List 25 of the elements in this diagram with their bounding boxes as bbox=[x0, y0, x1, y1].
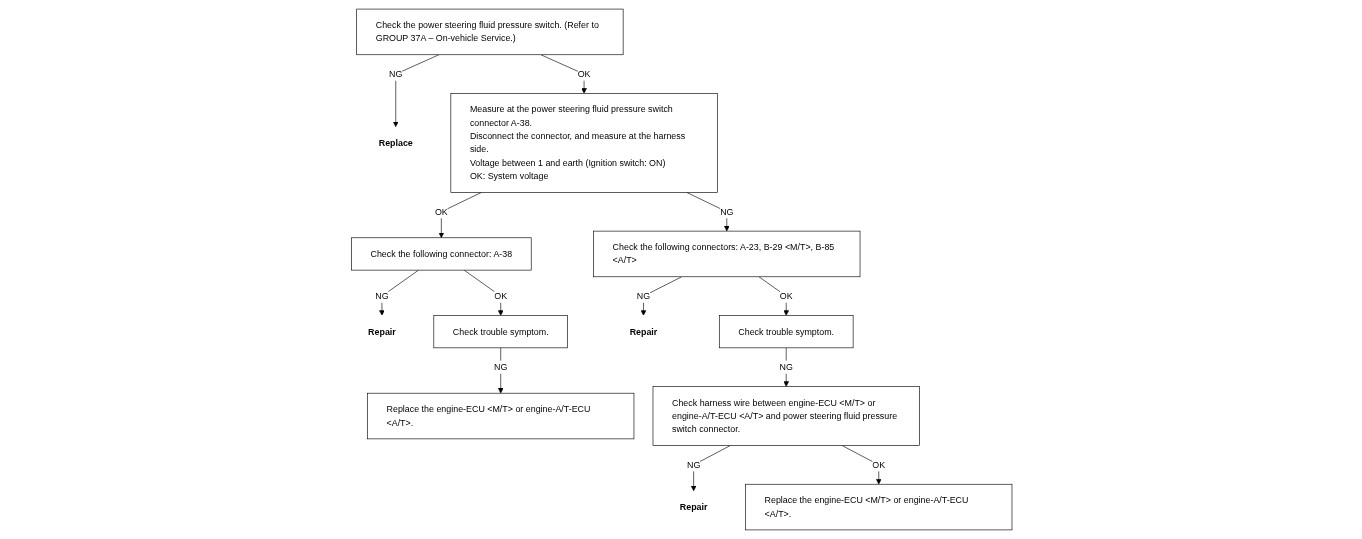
node-box: Check trouble symptom. bbox=[433, 315, 569, 349]
edge-label: NG bbox=[375, 290, 390, 301]
node-box: Check the following connectors: A-23, B-29 <M/T>, B-85 <A/T> bbox=[593, 230, 861, 278]
node-box: Check the following connector: A-38 bbox=[351, 237, 532, 271]
edge-label: NG bbox=[720, 206, 734, 217]
edge-label: NG bbox=[637, 290, 651, 301]
node-box: Check trouble symptom. bbox=[719, 315, 854, 349]
edge-label: NG bbox=[687, 459, 701, 470]
edge-label: NG bbox=[780, 361, 794, 372]
edge-label: OK bbox=[435, 206, 449, 217]
edge-label: OK bbox=[780, 290, 794, 301]
edge-label: OK bbox=[494, 290, 508, 301]
node-box: Replace the engine-ECU <M/T> or engine-A/T-ECU <A/T>. bbox=[745, 483, 1013, 531]
node-text: Repair bbox=[368, 326, 397, 337]
edge-label: NG bbox=[494, 361, 508, 372]
edge-label: NG bbox=[389, 68, 403, 79]
node-text: Replace bbox=[379, 137, 414, 148]
node-box: Measure at the power steering fluid pressure switch connector A-38. Disconnect the connector, and measure at the harness side. Voltage between 1 and earth (Ignition switch: ON) OK: System voltage bbox=[451, 93, 719, 193]
node-text: Repair bbox=[630, 326, 658, 337]
node-box: Replace the engine-ECU <M/T> or engine-A/T-ECU <A/T>. bbox=[367, 392, 635, 440]
edge-label: OK bbox=[578, 68, 591, 79]
node-text: Repair bbox=[680, 501, 708, 512]
node-box: Check the power steering fluid pressure switch. (Refer to GROUP 37A – On-vehicle Service.) bbox=[356, 8, 624, 56]
node-box: Check harness wire between engine-ECU <M/T> or engine-A/T-ECU <A/T> and power steering fluid pressure switch connector. bbox=[653, 386, 921, 446]
edge-label: OK bbox=[872, 459, 886, 470]
